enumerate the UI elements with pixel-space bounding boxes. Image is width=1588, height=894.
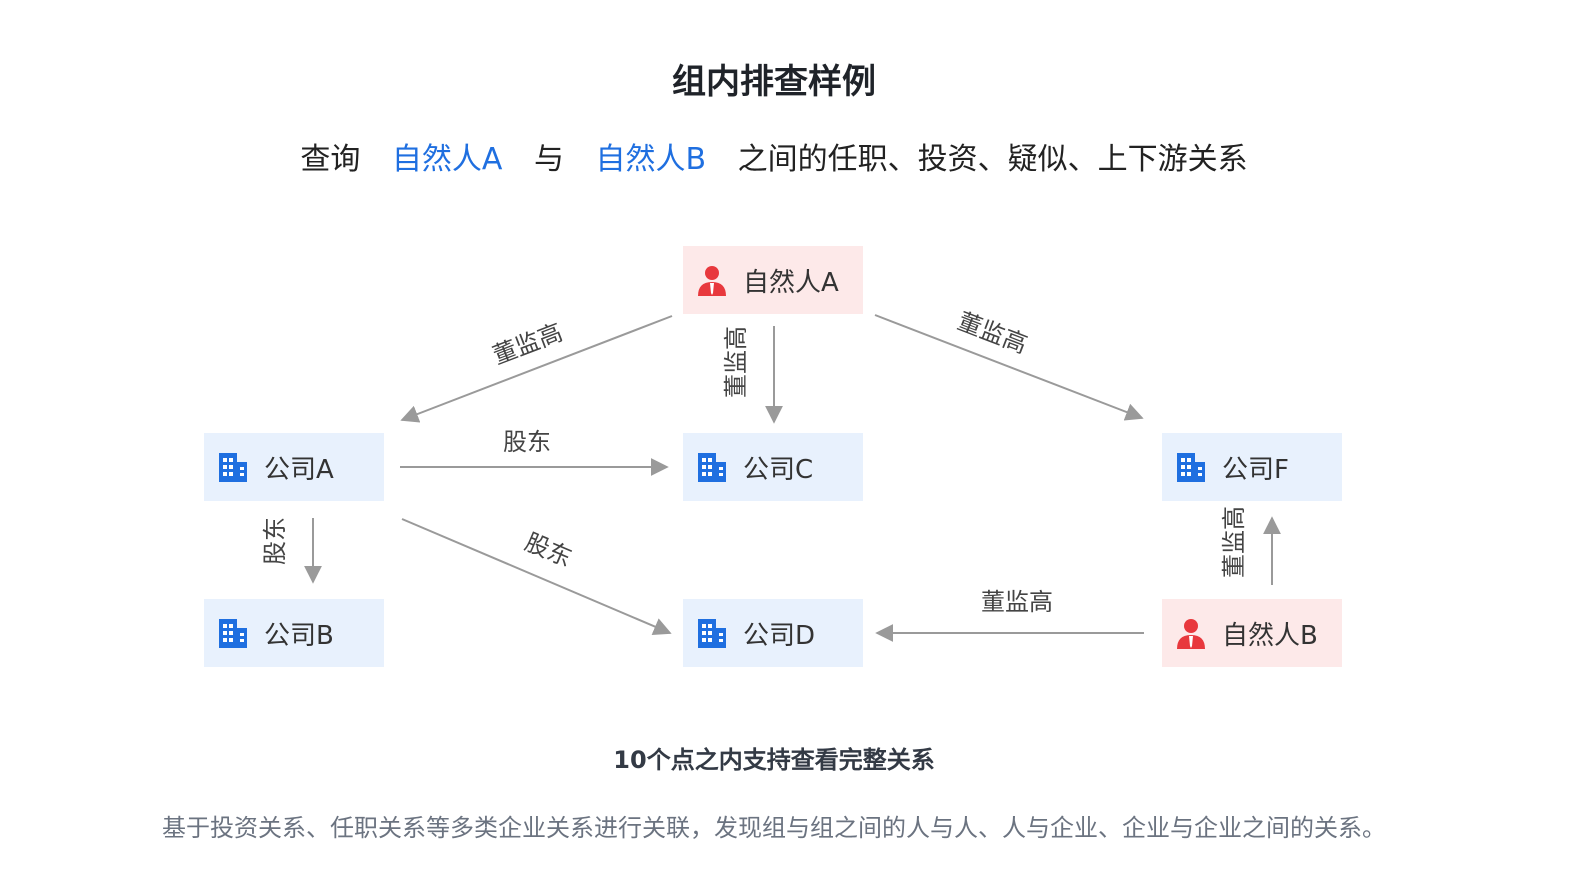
query-sentence: 查询 自然人A 与 自然人B 之间的任职、投资、疑似、上下游关系 xyxy=(0,134,1548,178)
building-icon xyxy=(695,450,729,484)
edge-label-company-a-company-c: 股东 xyxy=(503,428,551,456)
node-company-a[interactable]: 公司A xyxy=(204,433,384,501)
query-person-b: 自然人B xyxy=(595,142,707,177)
building-icon xyxy=(695,616,729,650)
node-company-c[interactable]: 公司C xyxy=(683,433,863,501)
node-company-f[interactable]: 公司F xyxy=(1162,433,1342,501)
building-icon xyxy=(1174,450,1208,484)
node-label: 公司C xyxy=(743,454,814,485)
node-label: 自然人B xyxy=(1222,620,1318,651)
node-label: 公司A xyxy=(264,454,334,485)
edge-person-a-company-f xyxy=(874,314,1144,421)
building-icon xyxy=(216,616,250,650)
node-label: 公司B xyxy=(264,620,334,651)
footer-title: 10个点之内支持查看完整关系 xyxy=(613,746,935,774)
person-icon xyxy=(695,263,729,297)
query-suffix: 之间的任职、投资、疑似、上下游关系 xyxy=(737,142,1248,177)
edge-label-person-b-company-f: 董监高 xyxy=(1220,506,1248,578)
node-label: 公司F xyxy=(1222,454,1289,485)
edge-label-person-a-company-f: 董监高 xyxy=(954,307,1031,359)
building-icon xyxy=(216,450,250,484)
query-connector: 与 xyxy=(533,142,564,177)
edge-label-company-a-company-b: 股东 xyxy=(261,517,289,565)
person-icon xyxy=(1174,616,1208,650)
node-label: 自然人A xyxy=(743,267,839,298)
node-label: 公司D xyxy=(743,620,816,651)
node-person-a[interactable]: 自然人A xyxy=(683,246,863,314)
page-title: 组内排查样例 xyxy=(672,62,876,102)
edge-label-person-b-company-d: 董监高 xyxy=(981,588,1053,616)
edge-person-a-company-a xyxy=(400,315,673,423)
edge-label-company-a-company-d: 股东 xyxy=(521,528,576,573)
query-prefix: 查询 xyxy=(300,142,361,177)
edge-label-person-a-company-c: 董监高 xyxy=(722,326,750,398)
query-person-a: 自然人A xyxy=(391,142,503,177)
edge-company-a-company-d xyxy=(401,518,672,635)
node-person-b[interactable]: 自然人B xyxy=(1162,599,1342,667)
node-company-b[interactable]: 公司B xyxy=(204,599,384,667)
footer-description: 基于投资关系、任职关系等多类企业关系进行关联，发现组与组之间的人与人、人与企业、… xyxy=(162,814,1386,842)
node-company-d[interactable]: 公司D xyxy=(683,599,863,667)
